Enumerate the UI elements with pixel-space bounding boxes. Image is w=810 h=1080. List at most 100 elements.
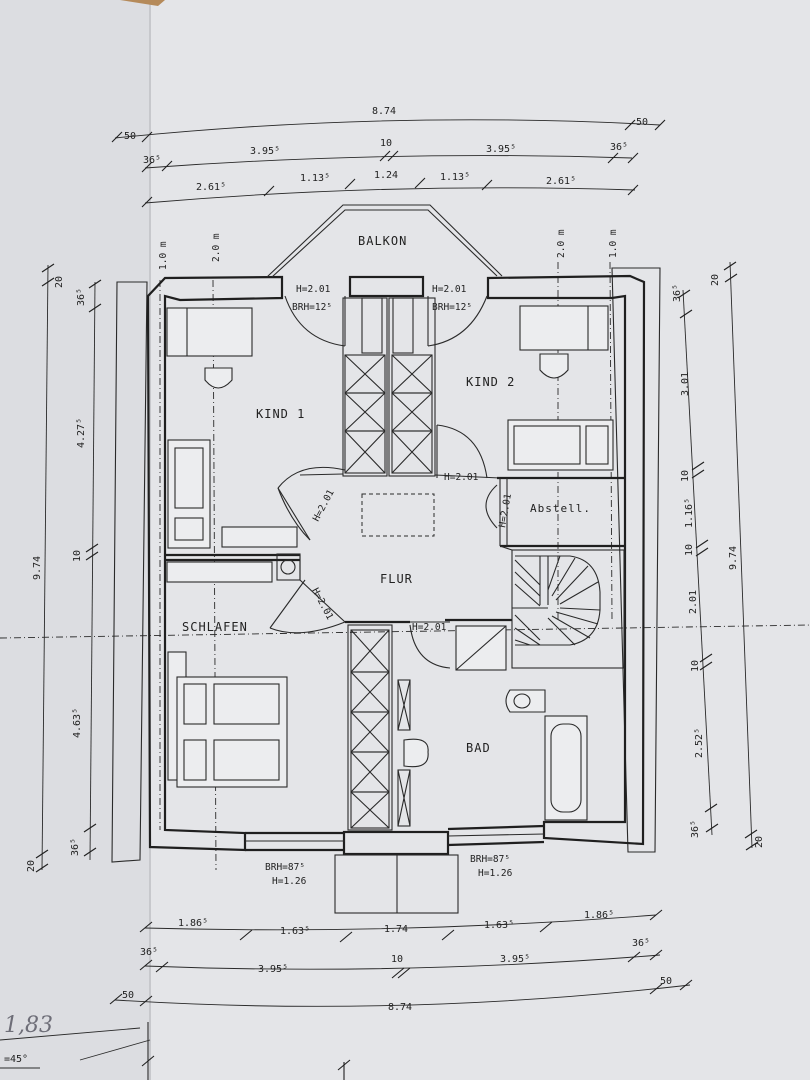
balcony: BALKON H=2.01 BRH=12⁵ H=2.01 BRH=12⁵ [266,204,503,347]
dim-right-20-top: 20 [710,274,721,286]
wardrobe-kind2 [391,354,433,474]
outer-walls [111,267,661,863]
toilet [505,689,546,713]
room-abstell-label: Abstell. [530,502,591,515]
wardrobe-schlafen [350,629,390,829]
dim-right-301: 3.01 [680,372,691,396]
dim-right-10-c: 10 [690,660,701,672]
dim-right-974: 9.74 [728,546,739,570]
dim-right-20-bottom: 20 [754,836,765,848]
top-dimension-lines: 50 8.74 50 36⁵ 3.95⁵ 10 3.95⁵ 36⁵ 2.61⁵ … [111,106,666,208]
balcony-left-door-sill: BRH=12⁵ [292,302,332,313]
balcony-left-door-height: H=2.01 [296,284,331,295]
kind1-chair [204,367,233,389]
window-schlafen-sill: BRH=87⁵ [265,862,305,873]
dim-top-10: 10 [380,138,392,149]
dim-left-365-top: 36⁵ [76,288,87,306]
kind2-desk [519,305,609,351]
wardrobes [344,354,433,829]
schlafen-double-bed [176,676,288,788]
interior-walls [165,297,625,831]
room-schlafen-label: SCHLAFEN [182,620,248,634]
bottom-dimension-lines: 1.86⁵ 1.63⁵ 1.74 1.63⁵ 1.86⁵ 36⁵ 3.95⁵ 1… [109,909,693,1013]
wardrobe-kind1 [344,354,386,474]
dim-bottom-1865-left: 1.86⁵ [178,918,208,929]
bottom-windows: BRH=87⁵ H=1.26 BRH=87⁵ H=1.26 [245,833,545,914]
dim-right-2525: 2.52⁵ [694,728,705,758]
room-flur-label: FLUR [380,572,413,586]
dim-bottom-1635-right: 1.63⁵ [484,920,514,931]
staircase [512,555,601,646]
kind2-furniture: KIND 2 [466,305,614,471]
dim-bottom-365-left: 36⁵ [140,947,158,958]
angle-note: =45° [4,1054,28,1065]
margin-notes: 1,83 =45° [0,1013,351,1080]
dim-bottom-1635-left: 1.63⁵ [280,926,310,937]
dim-right-201: 2.01 [688,590,699,614]
dim-left-20-bottom: 20 [26,860,37,872]
schlafen-dresser [166,561,273,583]
balcony-right-door-height: H=2.01 [432,284,467,295]
dim-top-365-left: 36⁵ [143,155,161,166]
left-dimension-lines: 20 9.74 20 36⁵ 4.27⁵ 10 4.63⁵ 36⁵ [26,263,102,873]
dim-top-total: 8.74 [372,106,396,117]
right-dimension-lines: 20 9.74 20 36⁵ 3.01 10 1.16⁵ 10 2.01 10 … [672,261,765,851]
door-kind2-height: H=2.01 [444,472,479,483]
dim-bottom-174: 1.74 [384,924,408,935]
dim-left-365-bottom: 36⁵ [70,838,81,856]
dim-bottom-50-left: 50 [122,990,134,1001]
dim-right-1165: 1.16⁵ [684,498,695,528]
dim-top-1135-left: 1.13⁵ [300,173,330,184]
window-bad-sill: BRH=87⁵ [470,854,510,865]
dim-top-50-right: 50 [636,117,648,128]
dim-right-10-a: 10 [680,470,691,482]
dim-top-395-left: 3.95⁵ [250,146,280,157]
dim-top-1135-right: 1.13⁵ [440,172,470,183]
dim-bottom-total: 8.74 [388,1002,412,1013]
schlafen-furniture: SCHLAFEN [166,561,288,788]
dim-top-395-right: 3.95⁵ [486,144,516,155]
slope-left-1m: 1.0 m [158,241,169,270]
kind2-chair [539,353,569,379]
bathtub [544,715,588,821]
room-kind1-label: KIND 1 [256,407,305,421]
dim-right-365-top: 36⁵ [672,284,683,302]
door-bad: H=2.01 [409,621,451,669]
dim-left-974: 9.74 [32,556,43,580]
bathroom-cabinet [397,679,411,827]
dim-left-10: 10 [72,550,83,562]
page-fold-shadow [0,0,150,1080]
dim-top-124: 1.24 [374,170,398,181]
kind2-bed [507,419,614,471]
room-bad-label: BAD [466,741,491,755]
kind1-desk [166,307,253,357]
dim-bottom-365-right: 36⁵ [632,938,650,949]
room-kind2-label: KIND 2 [466,375,515,389]
dim-bottom-1865-right: 1.86⁵ [584,910,614,921]
handwritten-note: 1,83 [4,1013,53,1038]
dim-bottom-395-left: 3.95⁵ [258,964,288,975]
dim-top-2615-right: 2.61⁵ [546,176,576,187]
slope-right-2m: 2.0 m [556,229,567,258]
table-edge [120,0,165,6]
balcony-right-door-sill: BRH=12⁵ [432,302,472,313]
window-schlafen-height: H=1.26 [272,876,307,887]
dim-right-365-bottom: 36⁵ [690,820,701,838]
bathroom-fixtures: BAD [403,625,588,821]
door-kind2: H=2.01 [436,424,488,483]
dim-top-50-left: 50 [124,131,136,142]
dim-left-4275: 4.27⁵ [76,418,87,448]
room-balkon-label: BALKON [358,234,407,248]
dim-bottom-50-right: 50 [660,976,672,987]
slope-right-1m: 1.0 m [608,229,619,258]
dim-top-2615-left: 2.61⁵ [196,182,226,193]
window-bad-height: H=1.26 [478,868,513,879]
door-bad-height: H=2.01 [412,622,447,633]
dim-bottom-395-right: 3.95⁵ [500,954,530,965]
dim-bottom-10: 10 [391,954,403,965]
attic-hatch [361,493,435,537]
kind1-shelf [221,526,298,548]
kind1-furniture: KIND 1 [166,307,305,549]
kind1-bed [167,439,211,549]
